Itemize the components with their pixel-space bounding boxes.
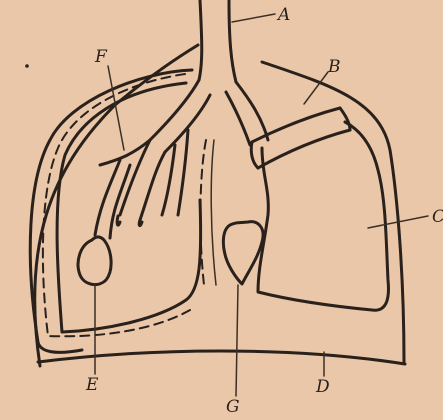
- trachea-wall-right: [229, 0, 236, 82]
- left-bronchus: [100, 80, 210, 165]
- label-D: D: [315, 377, 330, 397]
- pointer-A: [232, 14, 275, 22]
- bronchiole-4: [117, 216, 142, 226]
- alveolus: [78, 237, 111, 285]
- pointer-G: [236, 285, 238, 396]
- label-F: F: [94, 47, 108, 67]
- diaphragm: [38, 351, 405, 364]
- ink-dot: [25, 64, 29, 68]
- label-B: B: [327, 57, 341, 77]
- chest-wall-outer: [35, 45, 404, 366]
- right-lung-wall: [258, 122, 388, 310]
- bronchial-tube-lower: [258, 130, 350, 168]
- trachea-wall-left: [199, 0, 202, 80]
- label-A: A: [276, 5, 290, 25]
- label-E: E: [85, 375, 99, 395]
- label-G: G: [226, 397, 240, 417]
- heart: [223, 222, 263, 284]
- bronchiole-1: [120, 140, 165, 220]
- right-bronchus: [226, 82, 268, 145]
- mediastinum-line: [211, 140, 216, 285]
- label-C: C: [432, 207, 443, 227]
